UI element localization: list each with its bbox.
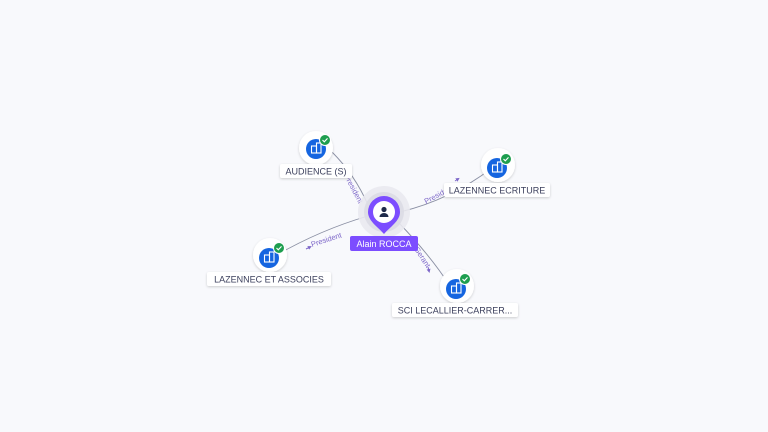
company-node-lazennec-associes[interactable]: LAZENNEC ET ASSOCIES [207,238,331,286]
company-label: SCI LECALLIER-CARRER... [398,306,513,316]
company-label: AUDIENCE (S) [285,167,346,177]
building-icon [491,161,503,173]
building-icon [263,251,275,263]
verified-badge-icon [459,273,471,285]
person-icon [379,206,389,217]
building-icon [450,282,462,294]
verified-badge-icon [273,242,285,254]
verified-badge-icon [319,134,331,146]
edge-label-lazennec-associes: President [310,230,344,249]
company-node-audience[interactable]: AUDIENCE (S) [280,131,352,178]
company-label: LAZENNEC ET ASSOCIES [214,275,324,285]
company-label: LAZENNEC ECRITURE [449,186,546,196]
building-icon [310,142,322,154]
person-node-center[interactable]: Alain ROCCA [350,186,418,251]
verified-badge-icon [500,153,512,165]
company-node-sci[interactable]: SCI LECALLIER-CARRER... [392,269,518,317]
company-node-lazennec-ecriture[interactable]: LAZENNEC ECRITURE [444,148,550,197]
person-label: Alain ROCCA [356,239,411,249]
